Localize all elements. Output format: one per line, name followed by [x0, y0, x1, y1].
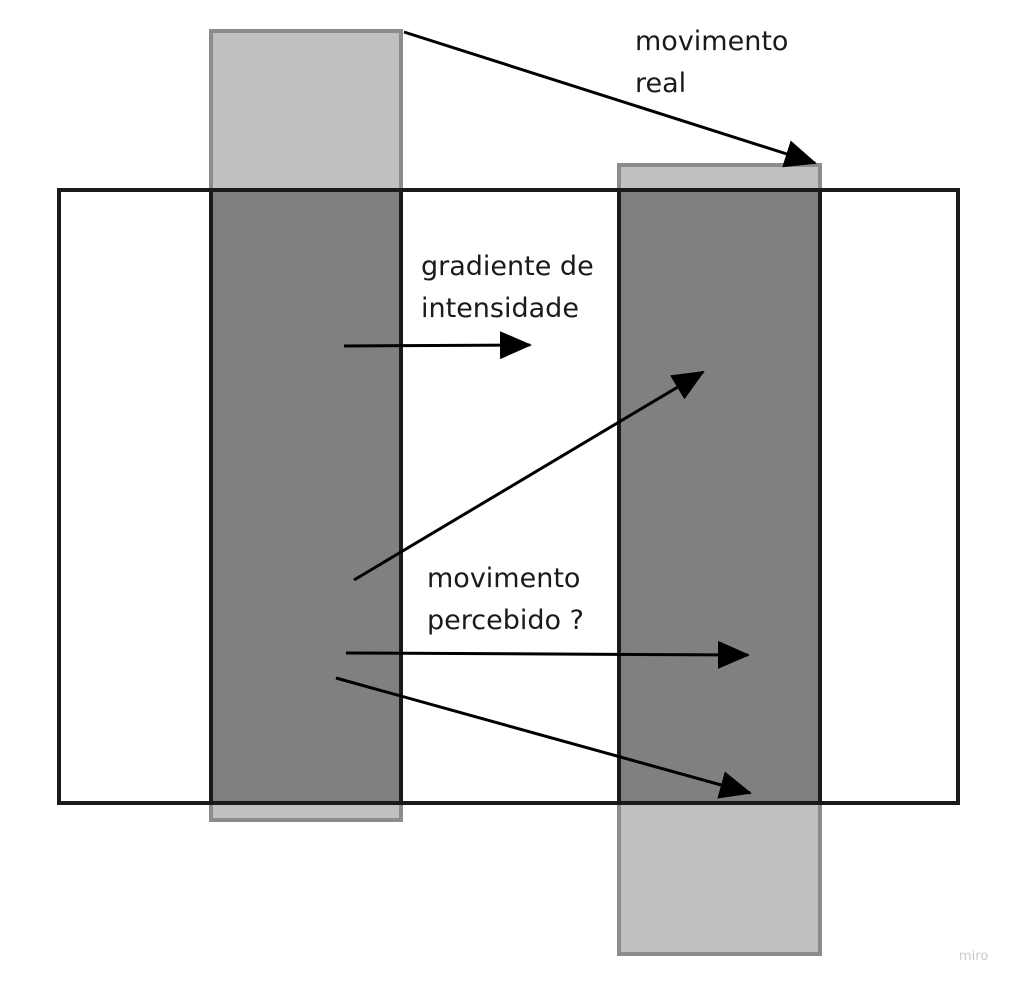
right-bar-visible	[619, 190, 820, 803]
real-motion-label-line2: real	[635, 68, 686, 99]
left-bar-visible	[211, 190, 401, 803]
gradient-label-line2: intensidade	[421, 293, 579, 324]
perceived-label-line2: percebido ?	[427, 605, 584, 636]
gradient-arrow	[343, 331, 532, 360]
gradient-label-line1: gradiente de	[421, 251, 594, 282]
perceived-label-line1: movimento	[427, 563, 580, 594]
perceived-arrow-up	[353, 370, 705, 582]
gradient-label: gradiente de intensidade	[421, 251, 602, 324]
perceived-motion-label: movimento percebido ?	[427, 563, 589, 636]
real-motion-arrow	[403, 30, 817, 168]
perceived-arrow-down	[335, 676, 752, 799]
perceived-arrow-horizontal	[345, 640, 750, 669]
real-motion-label-line1: movimento	[635, 26, 788, 57]
real-motion-label: movimento real	[635, 26, 797, 99]
aperture-outline	[57, 188, 960, 805]
miro-watermark: miro	[959, 949, 988, 964]
